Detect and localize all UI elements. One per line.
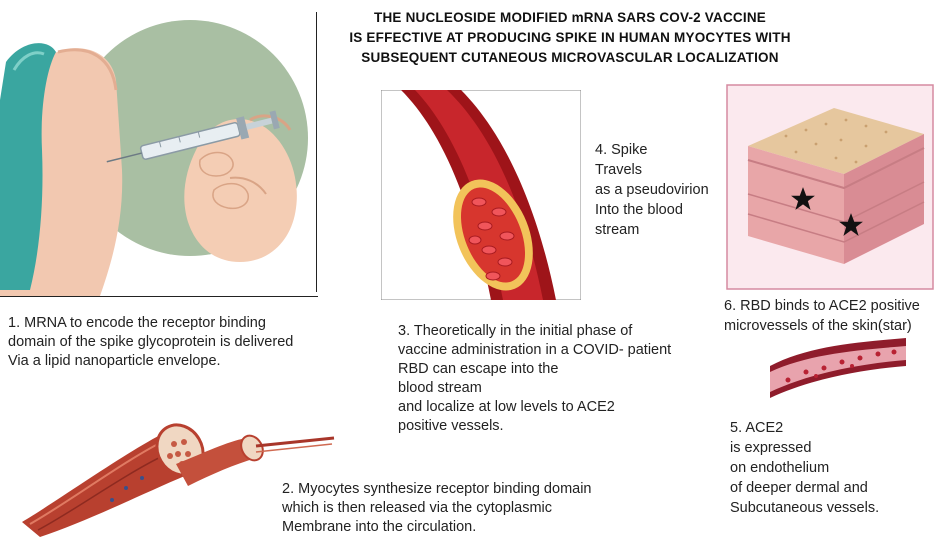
step-1-line-3: Via a lipid nanoparticle envelope.: [8, 352, 293, 371]
blood-vessel-icon: [381, 90, 581, 300]
syringe-injection-icon: [0, 0, 318, 296]
step-5-line-5: Subcutaneous vessels.: [730, 498, 879, 518]
step-2-line-2: which is then released via the cytoplasm…: [282, 499, 592, 518]
step-1-caption: 1. MRNA to encode the receptor binding d…: [8, 314, 293, 371]
step-2-line-3: Membrane into the circulation.: [282, 518, 592, 537]
step-2-line-1: 2. Myocytes synthesize receptor binding …: [282, 480, 592, 499]
step-5-line-3: on endothelium: [730, 458, 879, 478]
step-3-line-1: 3. Theoretically in the initial phase of: [398, 322, 671, 341]
step-6-line-1: 6. RBD binds to ACE2 positive: [724, 296, 920, 316]
title-line-1: THE NUCLEOSIDE MODIFIED mRNA SARS COV-2 …: [300, 8, 840, 28]
star-icon: [790, 186, 816, 212]
step-3-line-2: vaccine administration in a COVID- patie…: [398, 341, 671, 360]
step-4-line-5: stream: [595, 220, 709, 240]
panel-divider-horizontal: [0, 296, 318, 297]
step-4-line-1: 4. Spike: [595, 140, 709, 160]
step-2-caption: 2. Myocytes synthesize receptor binding …: [282, 480, 592, 537]
title-line-3: SUBSEQUENT CUTANEOUS MICROVASCULAR LOCAL…: [300, 48, 840, 68]
step-1-line-2: domain of the spike glycoprotein is deli…: [8, 333, 293, 352]
step-3-line-3: RBD can escape into the: [398, 360, 671, 379]
step-3-caption: 3. Theoretically in the initial phase of…: [398, 322, 671, 436]
step-1-line-1: 1. MRNA to encode the receptor binding: [8, 314, 293, 333]
step-5-line-1: 5. ACE2: [730, 418, 879, 438]
step-5-line-4: of deeper dermal and: [730, 478, 879, 498]
step-4-line-3: as a pseudovirion: [595, 180, 709, 200]
microvessel-icon: [768, 336, 908, 402]
star-icon: [838, 212, 864, 238]
step-5-caption: 5. ACE2 is expressed on endothelium of d…: [730, 418, 879, 518]
step-6-line-2: microvessels of the skin(star): [724, 316, 920, 336]
diagram-title: THE NUCLEOSIDE MODIFIED mRNA SARS COV-2 …: [300, 8, 840, 68]
step-3-line-6: positive vessels.: [398, 417, 671, 436]
step-6-caption: 6. RBD binds to ACE2 positive microvesse…: [724, 296, 920, 336]
title-line-2: IS EFFECTIVE AT PRODUCING SPIKE IN HUMAN…: [300, 28, 840, 48]
step-4-line-4: Into the blood: [595, 200, 709, 220]
step-4-caption: 4. Spike Travels as a pseudovirion Into …: [595, 140, 709, 240]
skin-layers-icon: [726, 84, 934, 290]
step-4-line-2: Travels: [595, 160, 709, 180]
step-5-line-2: is expressed: [730, 438, 879, 458]
step-3-line-4: blood stream: [398, 379, 671, 398]
step-3-line-5: and localize at low levels to ACE2: [398, 398, 671, 417]
